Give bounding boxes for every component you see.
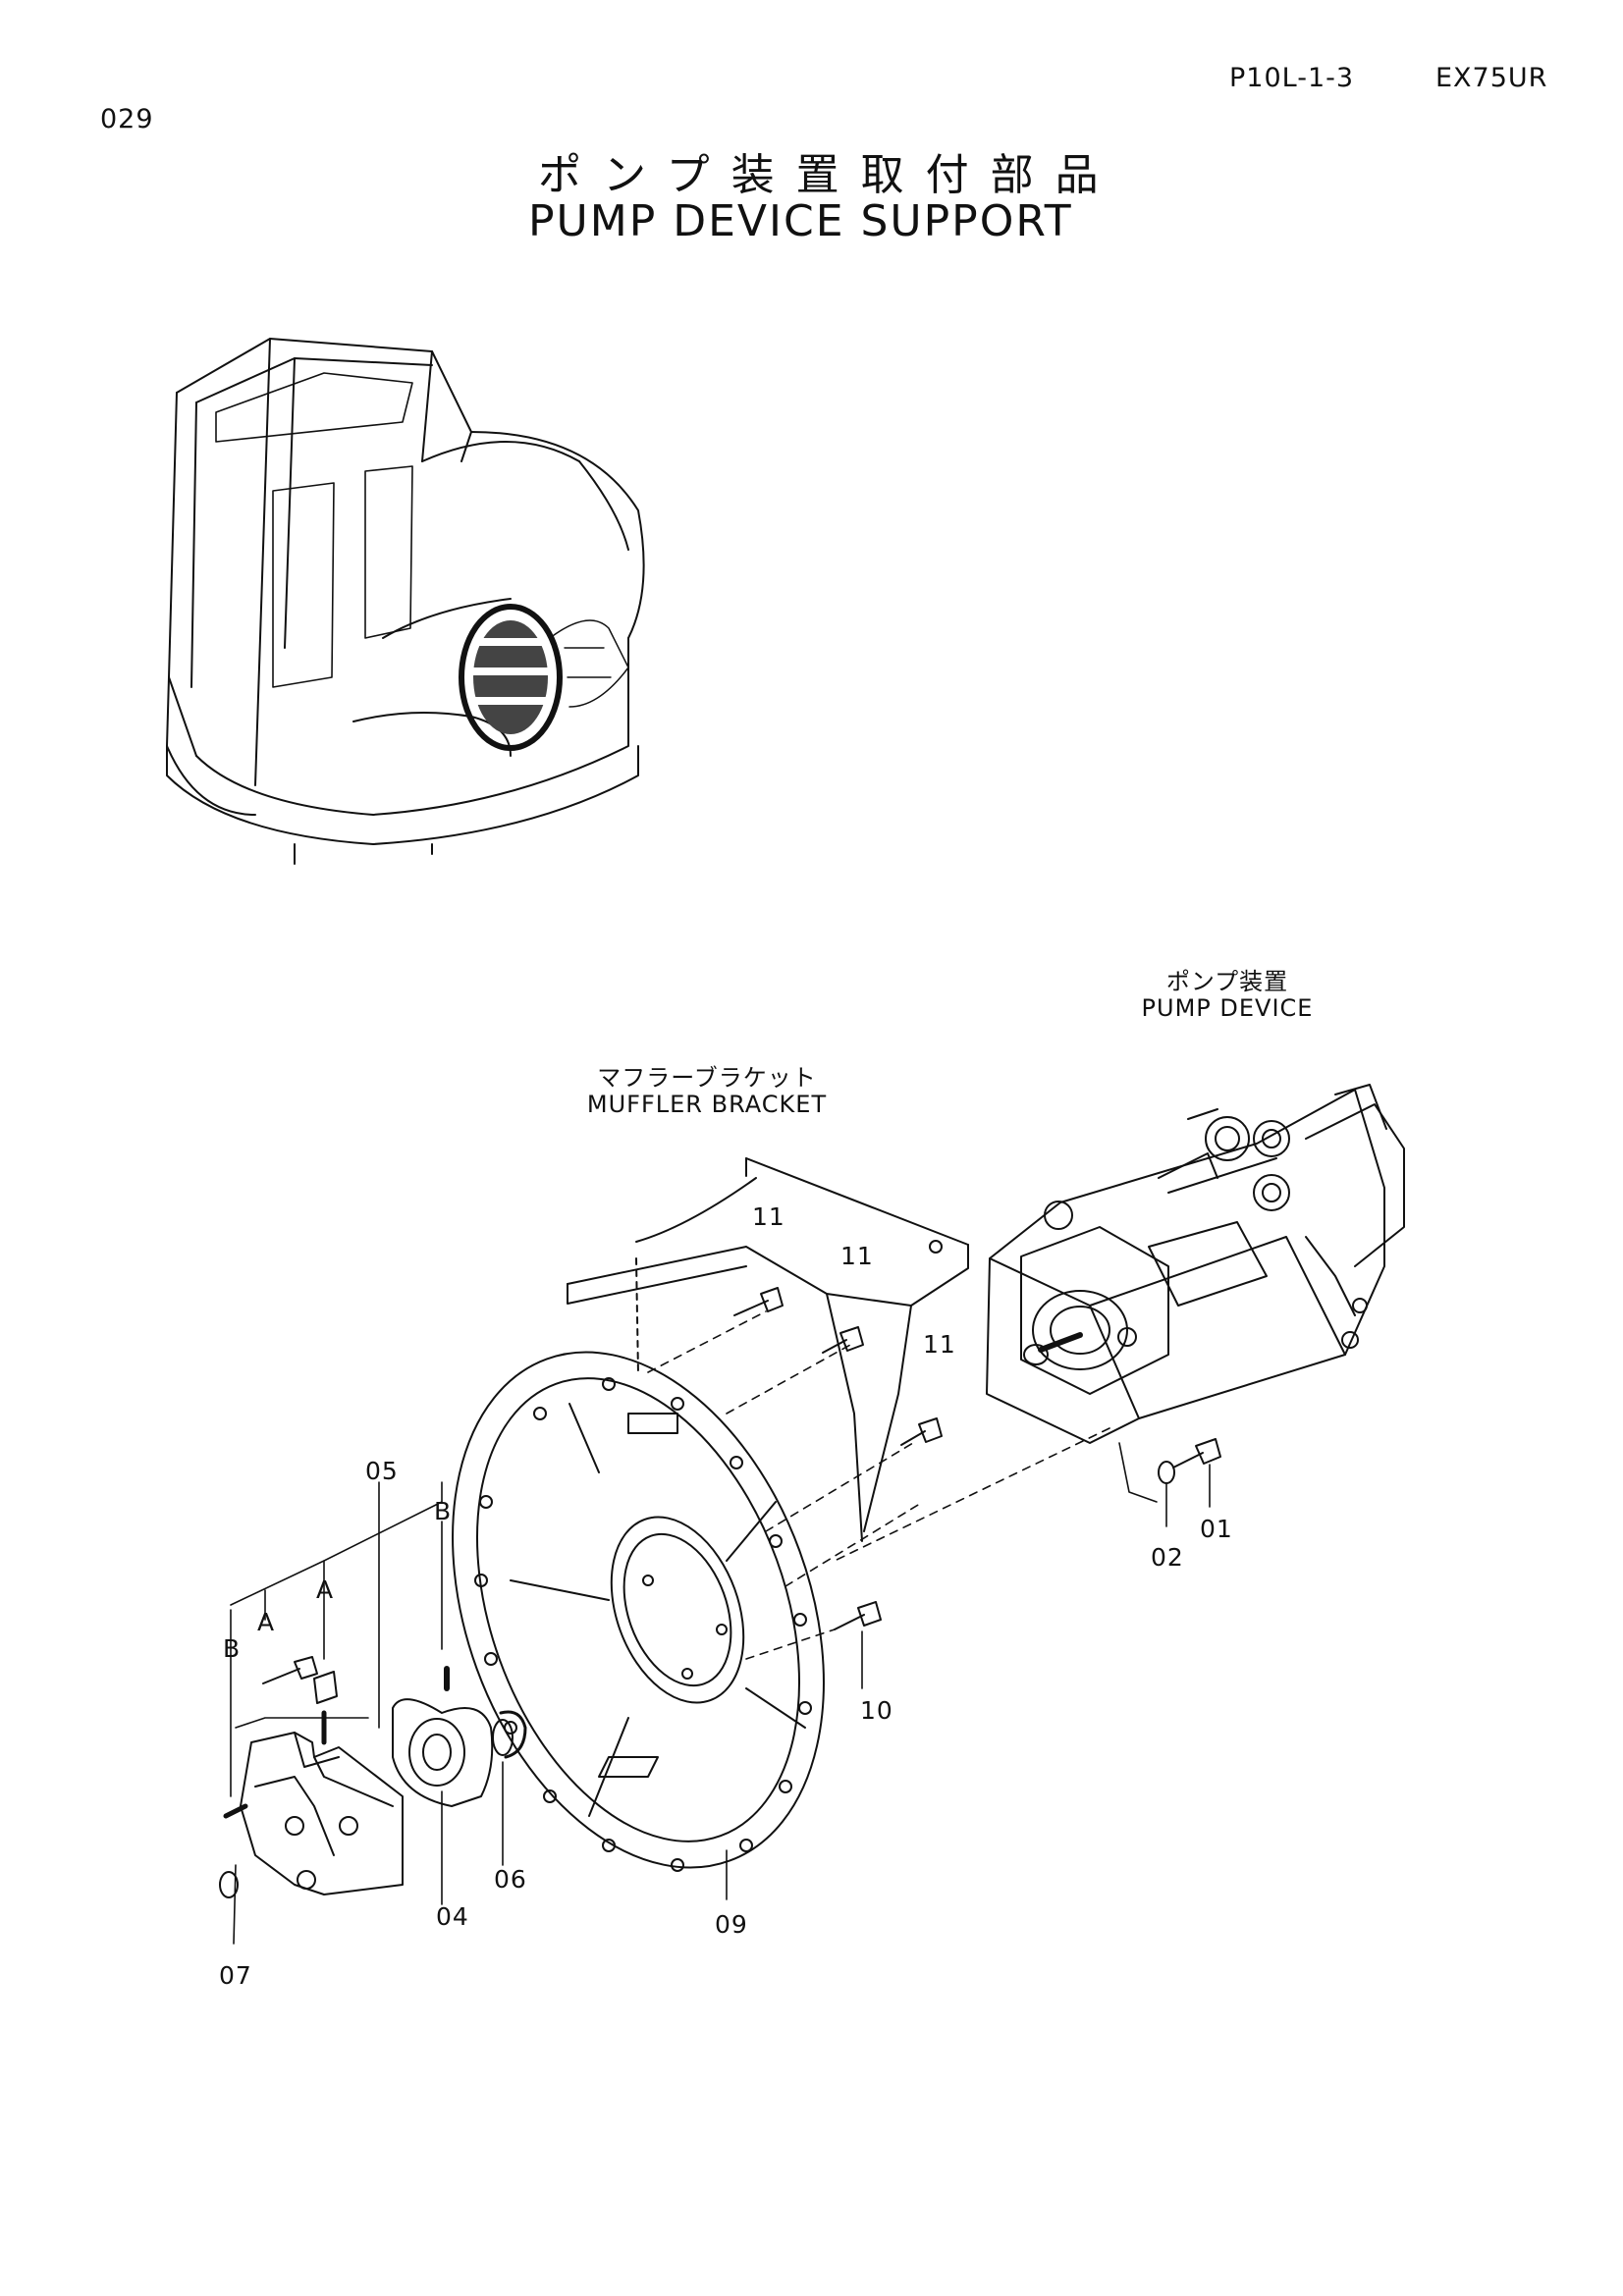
page-title-japanese: ポンプ装置取付部品 bbox=[538, 150, 1120, 200]
callout-10: 10 bbox=[860, 1696, 893, 1725]
callout-11-upper: 11 bbox=[752, 1202, 785, 1231]
page-title-english: PUMP DEVICE SUPPORT bbox=[528, 196, 1073, 246]
pump-housing-drawing bbox=[452, 1351, 825, 1872]
muffler-bracket-drawing bbox=[567, 1157, 969, 1542]
pump-device-label-en: PUMP DEVICE bbox=[1141, 994, 1314, 1022]
engine-compartment-highlight bbox=[459, 604, 563, 751]
pump-device-label-jp: ポンプ装置 bbox=[1165, 968, 1289, 995]
washer-02-part bbox=[1158, 1461, 1175, 1484]
callout-11-lower: 11 bbox=[923, 1330, 956, 1359]
callout-07: 07 bbox=[219, 1961, 252, 1990]
muffler-bracket-label-jp: マフラーブラケット bbox=[597, 1064, 817, 1092]
plate-code: P10L-1-3 bbox=[1229, 63, 1355, 93]
callout-02: 02 bbox=[1151, 1543, 1184, 1572]
bolt-01-part bbox=[1172, 1438, 1221, 1468]
callout-leaders bbox=[230, 1464, 1211, 1945]
excavator-overview-illustration bbox=[166, 338, 645, 865]
muffler-bracket-label-en: MUFFLER BRACKET bbox=[586, 1091, 828, 1118]
pump-device-drawing bbox=[986, 1084, 1405, 1444]
callout-04: 04 bbox=[436, 1902, 469, 1931]
model-name: EX75UR bbox=[1435, 63, 1548, 93]
reference-a-label-left: A bbox=[257, 1608, 276, 1636]
coupling-parts bbox=[219, 1656, 527, 1898]
reference-b-label-left: B bbox=[223, 1634, 242, 1663]
callout-05: 05 bbox=[365, 1457, 399, 1485]
page-number: 029 bbox=[100, 104, 154, 134]
bolt-10-part bbox=[834, 1601, 882, 1630]
callout-06: 06 bbox=[494, 1865, 527, 1894]
washer-07-part bbox=[219, 1871, 239, 1898]
callout-01: 01 bbox=[1200, 1515, 1233, 1543]
reference-a-label-right: A bbox=[316, 1575, 335, 1604]
bolt-11-parts bbox=[733, 1287, 943, 1446]
reference-b-label-right: B bbox=[434, 1497, 453, 1525]
callout-09: 09 bbox=[715, 1910, 748, 1939]
callout-11-middle: 11 bbox=[840, 1242, 874, 1270]
